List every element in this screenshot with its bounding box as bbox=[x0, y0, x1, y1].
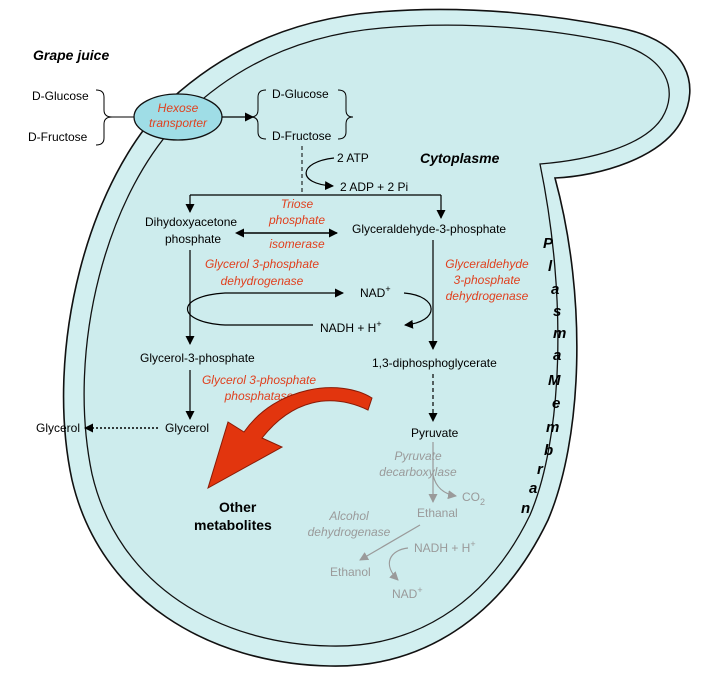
membrane-letter: P bbox=[543, 235, 554, 252]
grape-juice-label: Grape juice bbox=[33, 47, 109, 63]
ethanal-label: Ethanal bbox=[417, 506, 458, 520]
outside-glucose: D-Glucose bbox=[32, 89, 89, 103]
g3pase-label-2: phosphatase bbox=[224, 389, 294, 403]
nad-sup: + bbox=[385, 284, 390, 294]
membrane-letter: s bbox=[553, 303, 561, 320]
glycerol3p-label: Glycerol-3-phosphate bbox=[140, 351, 255, 365]
inside-right-brace bbox=[337, 89, 354, 140]
adh-label-2: dehydrogenase bbox=[308, 525, 391, 539]
membrane-letter: m bbox=[553, 325, 566, 342]
nad2-sup: + bbox=[417, 585, 422, 595]
co2-sub: 2 bbox=[480, 497, 485, 507]
g3pdh-label-1: Glycerol 3-phosphate bbox=[205, 257, 319, 271]
nadh2-to-nad2-curve bbox=[388, 547, 409, 581]
tpi-label-2: phosphate bbox=[268, 213, 325, 227]
outside-fructose: D-Fructose bbox=[28, 130, 88, 144]
adh-label-1: Alcohol bbox=[328, 509, 369, 523]
dhap-label-2: phosphate bbox=[165, 232, 221, 246]
membrane-letter: a bbox=[551, 281, 559, 298]
inside-fructose: D-Fructose bbox=[272, 129, 332, 143]
membrane-letter: b bbox=[544, 442, 553, 459]
transporter-label-1: Hexose bbox=[158, 101, 199, 115]
nadh2-sup: + bbox=[470, 539, 475, 549]
atp-label: 2 ATP bbox=[337, 151, 369, 165]
membrane-letter: l bbox=[548, 258, 553, 275]
nad2-label: NAD+ bbox=[392, 585, 423, 601]
other-metabolites-arrow bbox=[207, 387, 373, 490]
pdc-label-2: decarboxylase bbox=[379, 465, 457, 479]
transporter-label-2: transporter bbox=[149, 116, 208, 130]
co2-label: CO2 bbox=[462, 490, 485, 507]
inside-glycerol-label: Glycerol bbox=[165, 421, 209, 435]
gapdh-label-3: dehydrogenase bbox=[446, 289, 529, 303]
membrane-letter: a bbox=[529, 480, 537, 497]
atp-curve-arrow bbox=[305, 157, 335, 191]
g3p-label: Glyceraldehyde-3-phosphate bbox=[352, 222, 506, 236]
membrane-letter: M bbox=[548, 372, 561, 389]
adp-label: 2 ADP + 2 Pi bbox=[340, 180, 408, 194]
tpi-label-1: Triose bbox=[281, 197, 314, 211]
ethanal-to-ethanol bbox=[359, 524, 421, 561]
gapdh-label-2: 3-phosphate bbox=[454, 273, 521, 287]
membrane-letter: e bbox=[552, 395, 560, 412]
nad-label: NAD+ bbox=[360, 284, 391, 300]
nad-to-nadh-cycle bbox=[403, 292, 432, 329]
outside-sugar-brace bbox=[95, 89, 113, 146]
bpg-label: 1,3-diphosphoglycerate bbox=[372, 356, 497, 370]
nadh2-label: NADH + H+ bbox=[414, 539, 476, 555]
membrane-letter: m bbox=[546, 419, 559, 436]
nadh-sup: + bbox=[376, 319, 381, 329]
dhap-label-1: Dihydoxyacetone bbox=[145, 215, 237, 229]
co2-curve bbox=[432, 474, 457, 500]
cytoplasme-label: Cytoplasme bbox=[420, 150, 500, 166]
membrane-letter: n bbox=[521, 500, 530, 517]
cell-inner-membrane bbox=[83, 24, 670, 647]
nadh-to-nad-cycle bbox=[186, 288, 344, 326]
other-label-1: Other bbox=[219, 499, 257, 515]
inside-left-brace bbox=[250, 89, 267, 140]
ethanol-label: Ethanol bbox=[330, 565, 371, 579]
gapdh-label-1: Glyceraldehyde bbox=[445, 257, 529, 271]
membrane-letter: a bbox=[553, 347, 561, 364]
inside-glucose: D-Glucose bbox=[272, 87, 329, 101]
tpi-label-3: isomerase bbox=[269, 237, 325, 251]
pyruvate-label: Pyruvate bbox=[411, 426, 459, 440]
membrane-letter: r bbox=[537, 461, 544, 478]
g3pase-label-1: Glycerol 3-phosphate bbox=[202, 373, 316, 387]
other-label-2: metabolites bbox=[194, 517, 272, 533]
outside-glycerol-label: Glycerol bbox=[36, 421, 80, 435]
nadh-label: NADH + H+ bbox=[320, 319, 382, 335]
g3pdh-label-2: dehydrogenase bbox=[221, 274, 304, 288]
pdc-label-1: Pyruvate bbox=[394, 449, 442, 463]
plasma-membrane-label: P l a s m a M e m b r a n bbox=[521, 235, 566, 517]
